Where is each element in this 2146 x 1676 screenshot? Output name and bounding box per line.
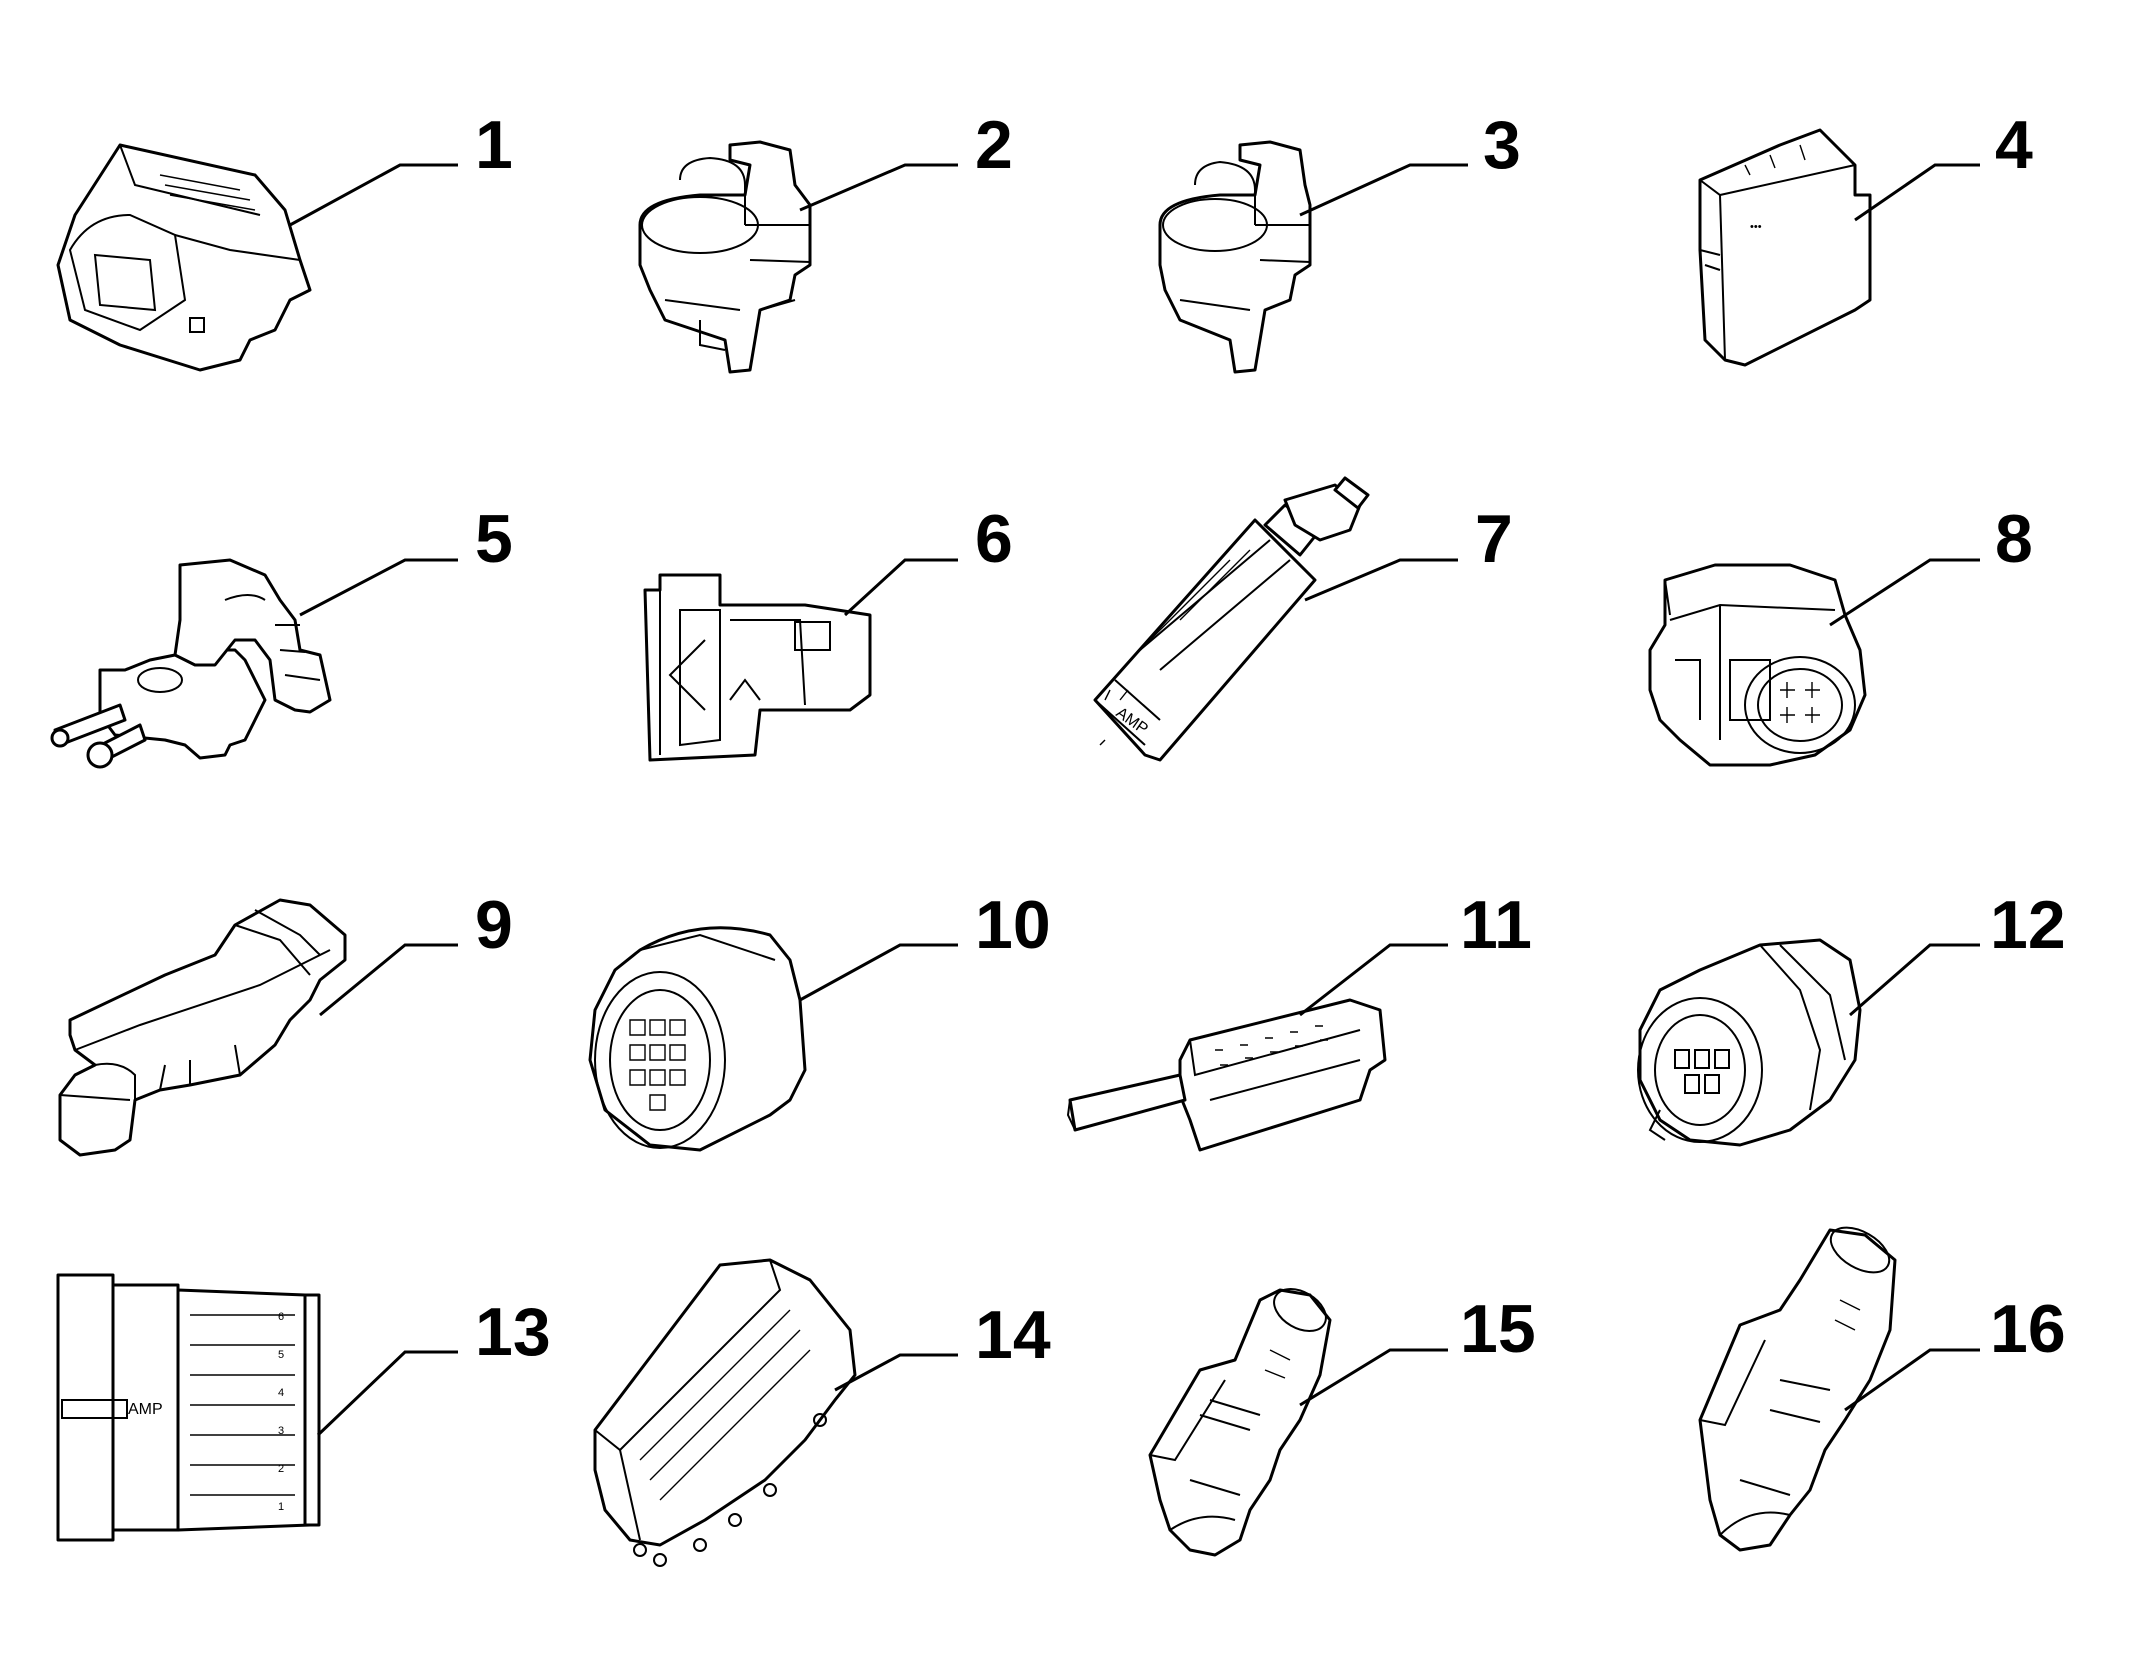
callout-8: 8: [1995, 501, 2033, 577]
callout-2: 2: [975, 107, 1013, 183]
callout-6: 6: [975, 501, 1013, 577]
callout-10: 10: [975, 887, 1051, 963]
part-3-connector: [1158, 140, 1312, 374]
part-9-connector: [58, 898, 347, 1157]
callout-5: 5: [475, 501, 513, 577]
part-6-connector: [643, 573, 872, 762]
part-10-connector: [588, 926, 807, 1152]
callout-9: 9: [475, 887, 513, 963]
scale-label: 1: [278, 1501, 284, 1513]
part-7-connector: AMP: [1093, 476, 1370, 762]
scale-label: 4: [278, 1387, 284, 1399]
scale-label: 2: [278, 1463, 284, 1475]
callout-13: 13: [475, 1294, 551, 1370]
callout-1: 1: [475, 107, 513, 183]
callout-11: 11: [1460, 887, 1532, 963]
callout-12: 12: [1990, 887, 2066, 963]
callout-4: 4: [1995, 107, 2033, 183]
part-13-connector: AMP 6 5 4 3 2 1: [56, 1273, 321, 1542]
part-1-connector: [56, 143, 312, 372]
part-4-connector: •••: [1698, 128, 1872, 367]
part-11-connector: [1066, 998, 1387, 1152]
callout-7: 7: [1475, 501, 1513, 577]
part-14-connector: [593, 1258, 857, 1567]
callout-3: 3: [1483, 107, 1521, 183]
part-15-connector: [1148, 1288, 1332, 1557]
part-2-connector: [638, 140, 812, 374]
callout-14: 14: [975, 1297, 1051, 1373]
scale-label: 5: [278, 1349, 284, 1361]
scale-label: 3: [278, 1425, 284, 1437]
scale-label: 6: [278, 1311, 284, 1323]
part-8-connector: [1648, 563, 1867, 767]
amp-marking-13: AMP: [128, 1401, 163, 1418]
svg-text:•••: •••: [1750, 221, 1762, 233]
part-12-connector: [1637, 938, 1862, 1147]
callout-16: 16: [1990, 1291, 2066, 1367]
callout-15: 15: [1460, 1291, 1536, 1367]
part-16-connector: [1698, 1226, 1897, 1552]
part-5-connector: [50, 558, 332, 769]
